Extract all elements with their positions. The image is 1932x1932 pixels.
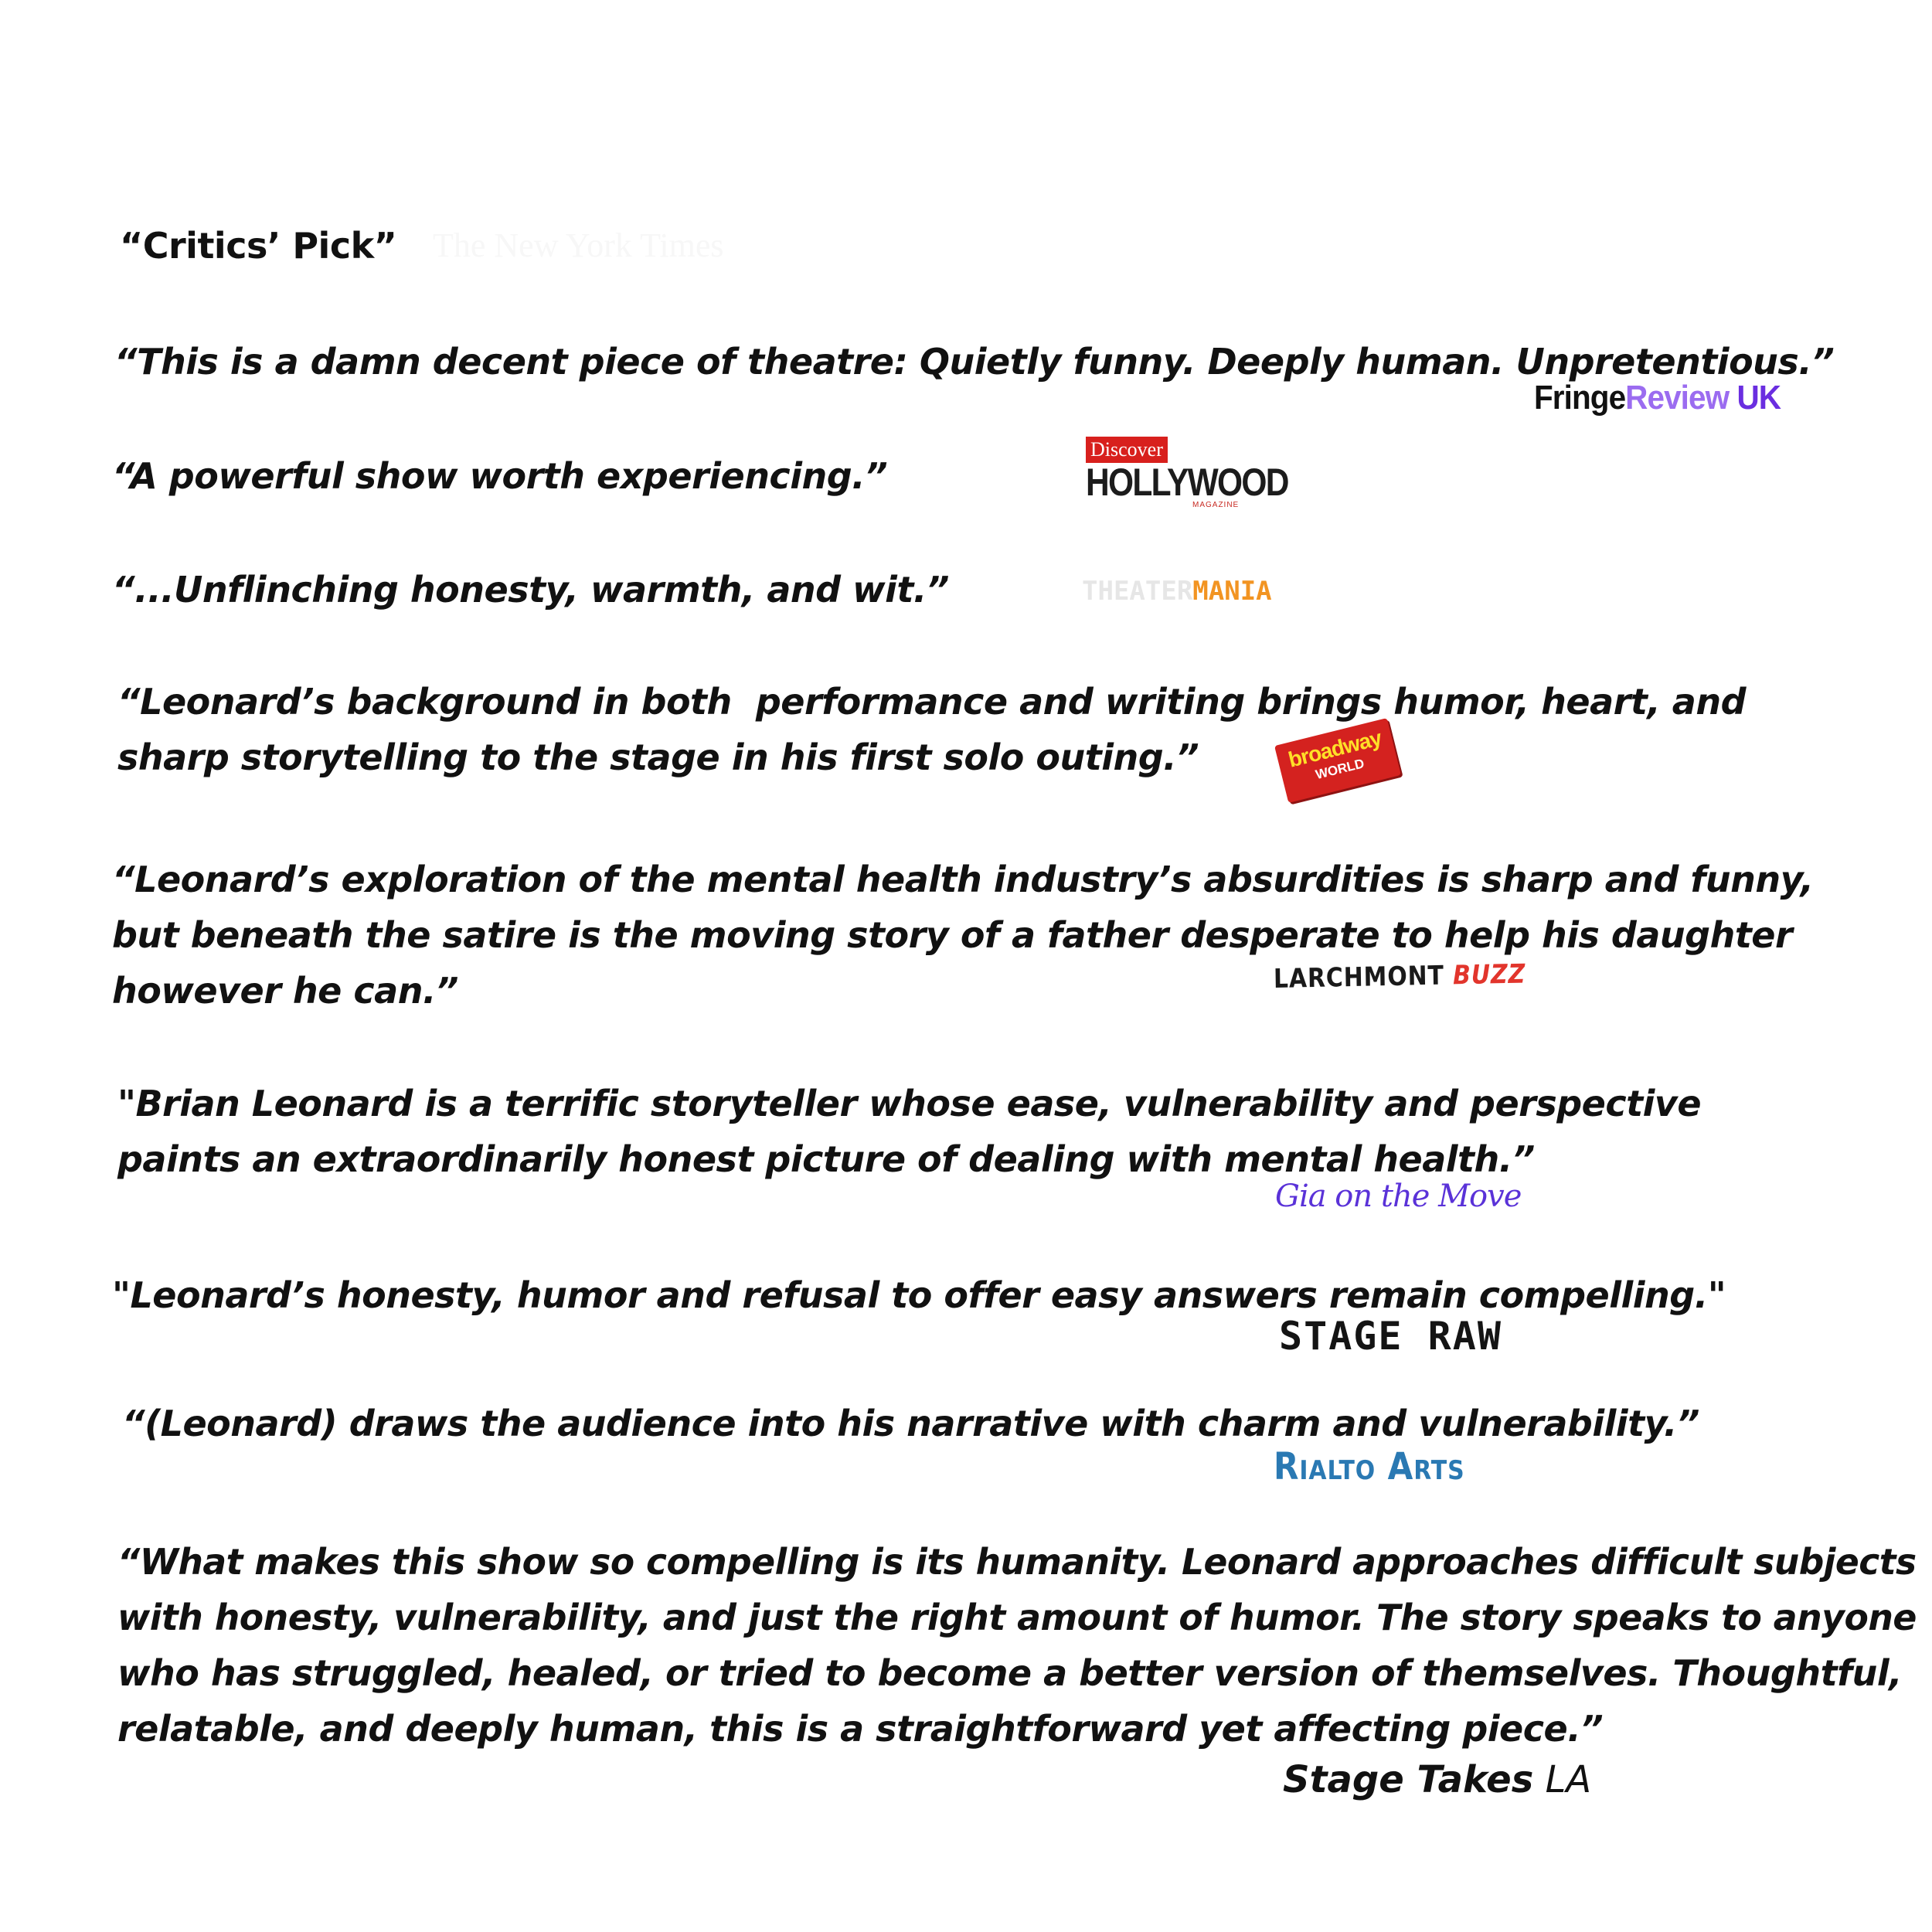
review-quote-5-line-3: however he can.” <box>112 970 459 1012</box>
critics-pick-label: “Critics’ Pick” <box>120 225 397 267</box>
review-quote-1: “This is a damn decent piece of theatre:… <box>114 341 1835 383</box>
discover-hollywood-sub: MAGAZINE <box>1192 501 1240 509</box>
review-quote-9-line-3: who has struggled, healed, or tried to b… <box>117 1652 1903 1694</box>
stage-raw-logo: STAGE RAW <box>1279 1314 1502 1359</box>
discover-hollywood-tag: Discover <box>1086 437 1168 463</box>
fringe-review-uk-logo: FringeReview UK <box>1534 379 1781 417</box>
theatermania-part-2: MANIA <box>1192 576 1272 607</box>
review-quote-9-line-2: with honesty, vulnerability, and just th… <box>117 1597 1917 1638</box>
fringe-review-part-3: UK <box>1729 379 1781 417</box>
nyt-logo: The New York Times <box>433 226 724 264</box>
stage-takes-la-logo: Stage Takes LA <box>1283 1758 1591 1801</box>
review-quote-4-line-2: sharp storytelling to the stage in his f… <box>117 736 1199 778</box>
review-quote-2: “A powerful show worth experiencing.” <box>112 455 888 497</box>
broadway-world-badge: broadway WORLD <box>1274 717 1401 804</box>
review-quote-5-line-1: “Leonard’s exploration of the mental hea… <box>112 859 1814 900</box>
review-quote-8: “(Leonard) draws the audience into his n… <box>122 1403 1700 1444</box>
discover-hollywood-main: HOLLYWOOD <box>1086 461 1289 504</box>
larchmont-buzz-part-2: BUZZ <box>1452 958 1526 992</box>
rialto-arts-logo: Rialto Arts <box>1274 1445 1465 1488</box>
stage-takes-part-2: LA <box>1533 1758 1592 1801</box>
gia-on-the-move-logo: Gia on the Move <box>1275 1179 1522 1214</box>
theatermania-logo: THEATERMANIA <box>1082 576 1272 607</box>
review-quote-7: "Leonard’s honesty, humor and refusal to… <box>112 1274 1726 1316</box>
broadway-world-logo: broadway WORLD <box>1274 717 1406 804</box>
review-quote-9-line-1: “What makes this show so compelling is i… <box>117 1541 1917 1583</box>
discover-hollywood-logo: Discover HOLLYWOOD MAGAZINE <box>1086 437 1289 514</box>
larchmont-buzz-logo: LARCHMONT BUZZ <box>1274 959 1526 995</box>
review-quote-4-line-1: “Leonard’s background in both performanc… <box>117 681 1747 723</box>
review-quote-5-line-2: but beneath the satire is the moving sto… <box>112 914 1793 956</box>
stage-takes-part-1: Stage Takes <box>1283 1758 1534 1801</box>
review-quote-3: “...Unflinching honesty, warmth, and wit… <box>112 569 949 611</box>
review-quote-6-line-1: "Brian Leonard is a terrific storyteller… <box>117 1083 1702 1124</box>
theatermania-part-1: THEATER <box>1082 576 1193 607</box>
larchmont-buzz-part-1: LARCHMONT <box>1273 960 1454 995</box>
fringe-review-part-1: Fringe <box>1534 379 1626 417</box>
review-quote-6-line-2: paints an extraordinarily honest picture… <box>117 1138 1535 1180</box>
review-quote-9-line-4: relatable, and deeply human, this is a s… <box>117 1708 1604 1750</box>
fringe-review-part-2: Review <box>1625 379 1730 417</box>
